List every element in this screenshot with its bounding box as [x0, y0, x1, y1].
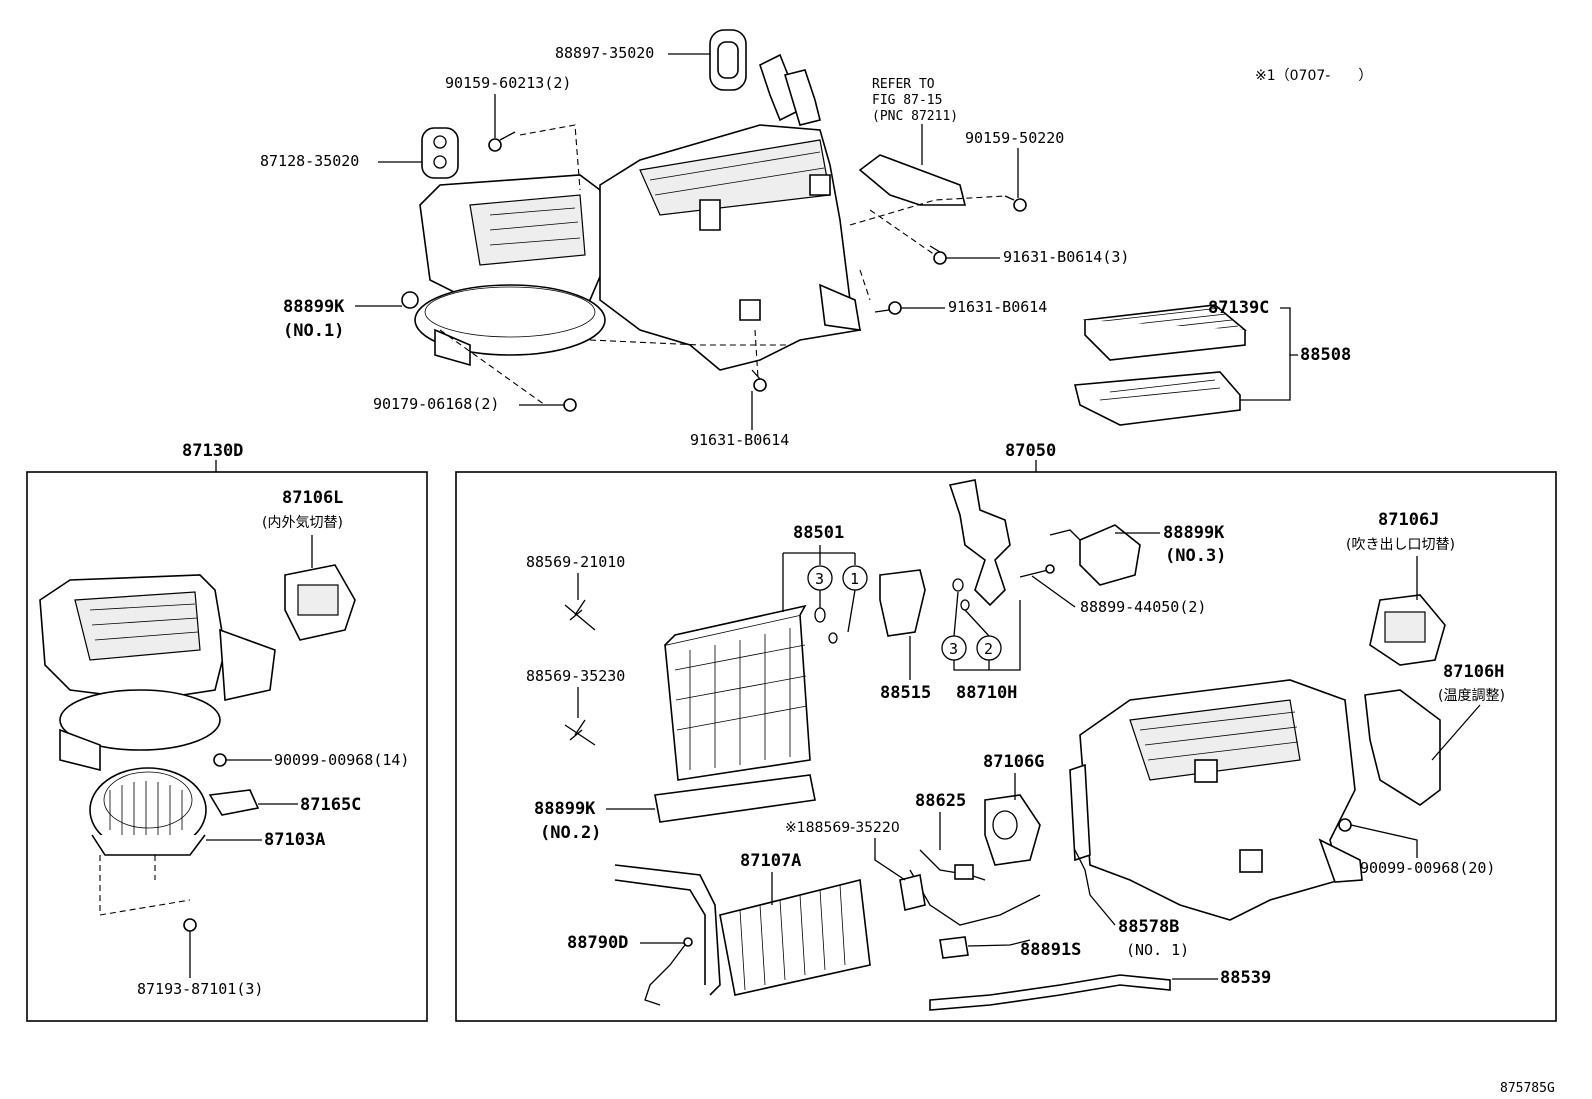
label-87128-35020: 87128-35020 — [260, 152, 359, 170]
circle-2: 2 — [984, 640, 993, 658]
label-88899k-2: 88899K — [534, 799, 596, 819]
label-90099-00968-20: 90099-00968(20) — [1360, 859, 1495, 877]
label-88508: 88508 — [1300, 345, 1351, 365]
label-88891s: 88891S — [1020, 940, 1081, 960]
note-top-right: ※1（0707- ） — [1255, 68, 1372, 84]
label-90159-50220: 90159-50220 — [965, 129, 1064, 147]
label-88899-44050: 88899-44050(2) — [1080, 598, 1206, 616]
label-87139c: 87139C — [1208, 298, 1269, 318]
right-box-title: 87050 — [1005, 441, 1056, 461]
label-refer-line2: FIG 87-15 — [872, 93, 942, 108]
label-88899k-3-no: (NO.3) — [1165, 546, 1226, 566]
label-88578b-no: (NO. 1) — [1126, 941, 1189, 959]
label-91631-b0614-a: 91631-B0614 — [948, 298, 1047, 316]
label-87103a: 87103A — [264, 830, 325, 850]
label-88790d: 88790D — [567, 933, 628, 953]
label-88515: 88515 — [880, 683, 931, 703]
left-box-87130d: 87130D 87106L (内外気切替) 90099-00968(14) 87… — [26, 441, 428, 1022]
label-90099-00968-14: 90099-00968(14) — [274, 751, 409, 769]
label-88899k-3: 88899K — [1163, 523, 1225, 543]
label-88899k-2-no: (NO.2) — [540, 823, 601, 843]
label-87106j: 87106J — [1378, 510, 1439, 530]
label-90179-06168: 90179-06168(2) — [373, 395, 499, 413]
circle-3a: 3 — [815, 570, 824, 588]
label-88578b: 88578B — [1118, 917, 1179, 937]
top-assembly: 88897-35020 90159-60213(2) 87128-35020 R… — [260, 29, 1351, 449]
label-87106h-jp: (温度調整) — [1438, 688, 1505, 704]
circle-1: 1 — [850, 570, 859, 588]
label-87165c: 87165C — [300, 795, 361, 815]
label-88569-35230: 88569-35230 — [526, 667, 625, 685]
label-87106l: 87106L — [282, 488, 343, 508]
label-87106j-jp: (吹き出し口切替) — [1346, 537, 1455, 553]
label-88569-35220: ※188569-35220 — [785, 820, 900, 836]
label-87106g: 87106G — [983, 752, 1044, 772]
label-88899k-no1: (NO.1) — [283, 321, 344, 341]
label-91631-b0614-3: 91631-B0614(3) — [1003, 248, 1129, 266]
left-box-title: 87130D — [182, 441, 243, 461]
label-87106l-jp: (内外気切替) — [262, 515, 343, 531]
label-refer-line1: REFER TO — [872, 77, 935, 92]
right-box-87050: 87050 88569-21010 88569-35230 3 1 88501 … — [455, 441, 1557, 1022]
label-88539: 88539 — [1220, 968, 1271, 988]
label-87107a: 87107A — [740, 851, 801, 871]
label-88710h: 88710H — [956, 683, 1017, 703]
label-88625: 88625 — [915, 791, 966, 811]
label-90159-60213: 90159-60213(2) — [445, 74, 571, 92]
label-88899k: 88899K — [283, 297, 345, 317]
figure-code: 875785G — [1500, 1081, 1555, 1096]
label-87193-87101: 87193-87101(3) — [137, 980, 263, 998]
circle-3b: 3 — [949, 640, 958, 658]
label-refer-line3: (PNC 87211) — [872, 109, 958, 124]
label-87106h: 87106H — [1443, 662, 1504, 682]
label-91631-b0614-b: 91631-B0614 — [690, 431, 789, 449]
label-88501: 88501 — [793, 523, 844, 543]
label-88569-21010: 88569-21010 — [526, 553, 625, 571]
label-88897-35020: 88897-35020 — [555, 44, 654, 62]
